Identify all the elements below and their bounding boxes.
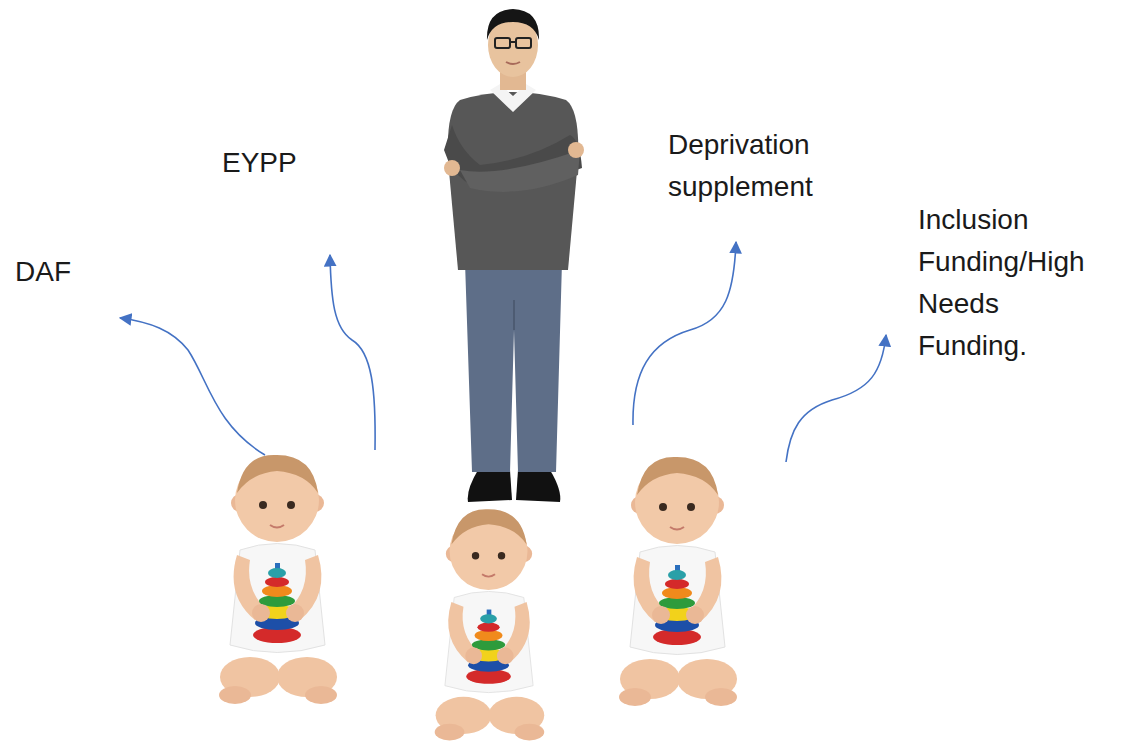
- curved-arrow: [120, 318, 265, 455]
- baby-figure: [619, 457, 737, 706]
- funding-label: Deprivation supplement: [668, 124, 838, 208]
- man-figure: [444, 9, 584, 502]
- funding-label: EYPP: [222, 142, 362, 184]
- funding-label: DAF: [15, 251, 135, 293]
- curved-arrow: [786, 335, 886, 462]
- baby-figure: [435, 509, 545, 740]
- curved-arrow: [330, 255, 375, 450]
- funding-label: Inclusion Funding/High Needs Funding.: [918, 199, 1108, 367]
- curved-arrow: [633, 242, 736, 425]
- baby-figure: [219, 455, 337, 704]
